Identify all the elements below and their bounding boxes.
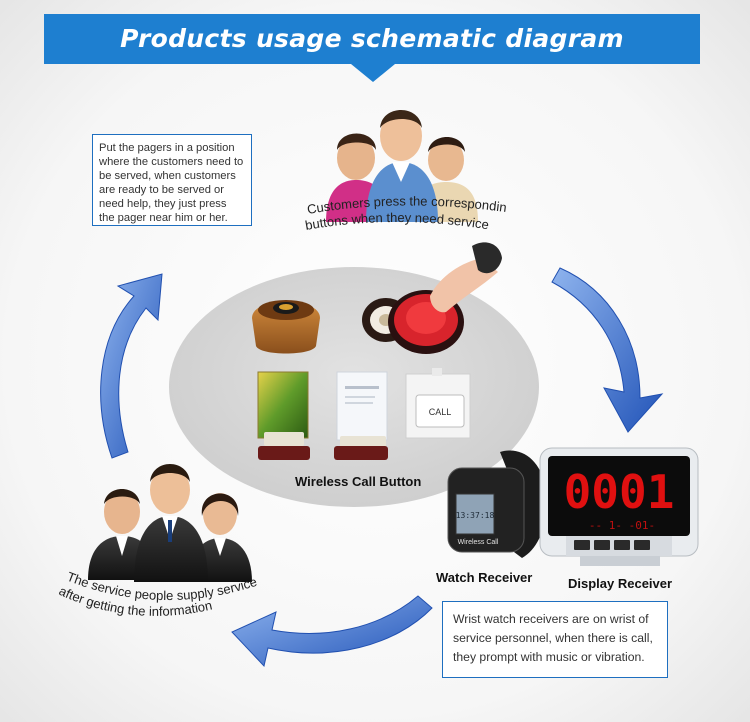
display-receiver-device: 0001 -- 1- -01- bbox=[539, 447, 699, 566]
display-number: 0001 bbox=[564, 465, 675, 519]
banner-title: Products usage schematic diagram bbox=[120, 24, 624, 53]
placement-instructions-box: Put the pagers in a position where the c… bbox=[92, 134, 252, 226]
watch-brand-text: Wireless Call bbox=[458, 539, 499, 546]
placement-instructions-text: Put the pagers in a position where the c… bbox=[99, 142, 244, 224]
call-wall-button-device: CALL bbox=[405, 368, 471, 439]
title-banner: Products usage schematic diagram bbox=[44, 14, 700, 64]
banner-pointer bbox=[351, 64, 395, 82]
receiver-instructions-text: Wrist watch receivers are on wrist of se… bbox=[453, 612, 653, 664]
watch-receiver-device: 13:37:18 Wireless Call bbox=[447, 450, 547, 558]
watch-receiver-label: Watch Receiver bbox=[436, 570, 533, 585]
call-button-text: CALL bbox=[429, 407, 452, 417]
flow-arrow-icon bbox=[551, 267, 664, 433]
flow-arrow-icon bbox=[231, 595, 433, 668]
pressing-hand-icon bbox=[430, 242, 502, 313]
wooden-pager-device bbox=[252, 300, 320, 354]
menu-holder-device bbox=[257, 371, 310, 460]
staff-group-icon bbox=[88, 464, 252, 582]
display-receiver-label: Display Receiver bbox=[568, 576, 673, 591]
receiver-instructions-box: Wrist watch receivers are on wrist of se… bbox=[442, 601, 668, 678]
flow-arrow-icon bbox=[100, 273, 163, 459]
document-holder-device bbox=[334, 371, 388, 460]
display-sub-text: -- 1- -01- bbox=[589, 519, 655, 532]
customers-group-icon bbox=[326, 110, 478, 222]
watch-screen-text: 13:37:18 bbox=[456, 511, 495, 520]
wireless-call-button-label: Wireless Call Button bbox=[295, 474, 422, 489]
